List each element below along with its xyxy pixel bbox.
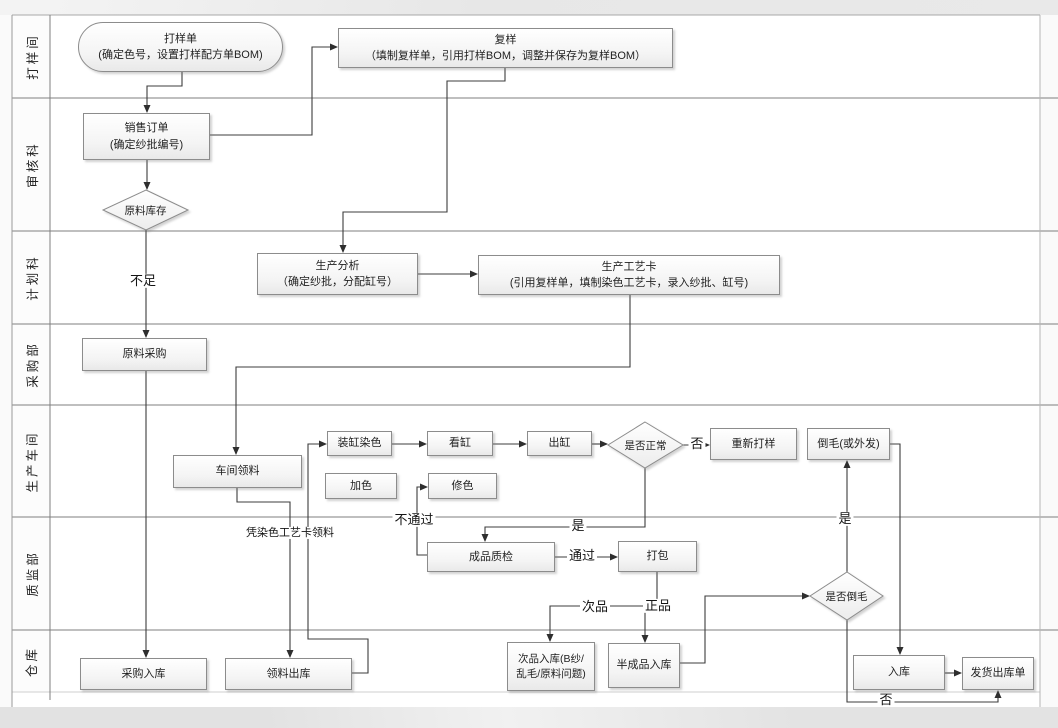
edge-label-insufficient: 不足 <box>127 272 159 289</box>
diamond-normal-check <box>607 421 684 469</box>
node-watch-vat: 看缸 <box>427 431 493 456</box>
node-purchase-in: 采购入库 <box>80 658 207 690</box>
node-pack: 打包 <box>618 541 697 572</box>
node-normal-check: 是否正常 <box>624 439 667 452</box>
node-semi-in: 半成品入库 <box>608 643 680 688</box>
edge-label-good: 正品 <box>642 597 674 614</box>
background-band-bottom <box>0 707 1058 728</box>
lane-label-text: 打样间 <box>25 33 40 80</box>
lane-label-text: 仓库 <box>25 645 40 677</box>
edge-label-no-redo: 否 <box>688 435 706 452</box>
node-out-vat: 出缸 <box>527 431 592 456</box>
node-ship-out: 发货出库单 <box>962 657 1034 690</box>
node-workshop-picking: 车间领料 <box>173 455 302 488</box>
lane-label-text: 生产车间 <box>25 429 40 493</box>
node-dyeing: 装缸染色 <box>327 431 392 456</box>
node-material-stock: 原料库存 <box>124 204 167 217</box>
node-defect-in: 次品入库(B纱/ 乱毛/原料问题) <box>507 642 595 691</box>
node-sample-order: 打样单 (确定色号，设置打样配方单BOM) <box>78 22 283 72</box>
decision-diamonds <box>101 189 884 621</box>
edge-label-defective: 次品 <box>579 598 611 615</box>
node-add-color: 加色 <box>325 473 397 499</box>
diamond-material-stock <box>101 189 190 231</box>
node-production-analysis: 生产分析 （确定纱批，分配缸号） <box>257 253 418 295</box>
lane-label-column <box>12 15 50 692</box>
lane-warehouse: 仓库 <box>12 630 50 692</box>
node-redo-sample: 重新打样 <box>710 428 797 460</box>
node-invert-check: 是否倒毛 <box>825 590 868 603</box>
lane-planning-section: 计划科 <box>12 231 50 324</box>
node-material-purchase: 原料采购 <box>82 338 207 371</box>
edge-label-no-ship: 否 <box>877 691 895 708</box>
lane-purchasing-dept: 采购部 <box>12 324 50 405</box>
lane-sample-room: 打样间 <box>12 15 50 98</box>
edge-label-yes-invert: 是 <box>836 510 854 527</box>
edge-label-fail: 不通过 <box>392 511 436 528</box>
edge-label-per-card: 凭染色工艺卡领料 <box>244 526 336 540</box>
node-invert-wool: 倒毛(或外发) <box>807 428 890 460</box>
lane-label-text: 审核科 <box>25 141 40 188</box>
node-qc: 成品质检 <box>427 542 555 572</box>
node-process-card: 生产工艺卡 (引用复样单，填制染色工艺卡，录入纱批、缸号) <box>478 255 780 295</box>
edge-label-pass: 通过 <box>566 547 598 564</box>
lane-label-text: 计划科 <box>25 254 40 301</box>
lane-production-shop: 生产车间 <box>12 405 50 517</box>
lane-lines <box>11 14 1058 707</box>
lane-label-text: 采购部 <box>25 341 40 388</box>
node-resample: 复样 （填制复样单，引用打样BOM，调整并保存为复样BOM） <box>338 28 673 68</box>
lane-label-text: 质监部 <box>25 550 40 597</box>
background-band-top <box>0 0 1058 15</box>
node-fix-color: 修色 <box>428 473 497 499</box>
node-picking-out: 领料出库 <box>225 658 352 690</box>
node-stock-in: 入库 <box>853 655 945 690</box>
node-sales-order: 销售订单 (确定纱批编号) <box>83 113 210 160</box>
edge-label-yes-qc: 是 <box>569 517 587 534</box>
lane-audit-section: 审核科 <box>12 98 50 231</box>
diamond-invert-check <box>809 571 884 621</box>
lane-quality-dept: 质监部 <box>12 517 50 630</box>
